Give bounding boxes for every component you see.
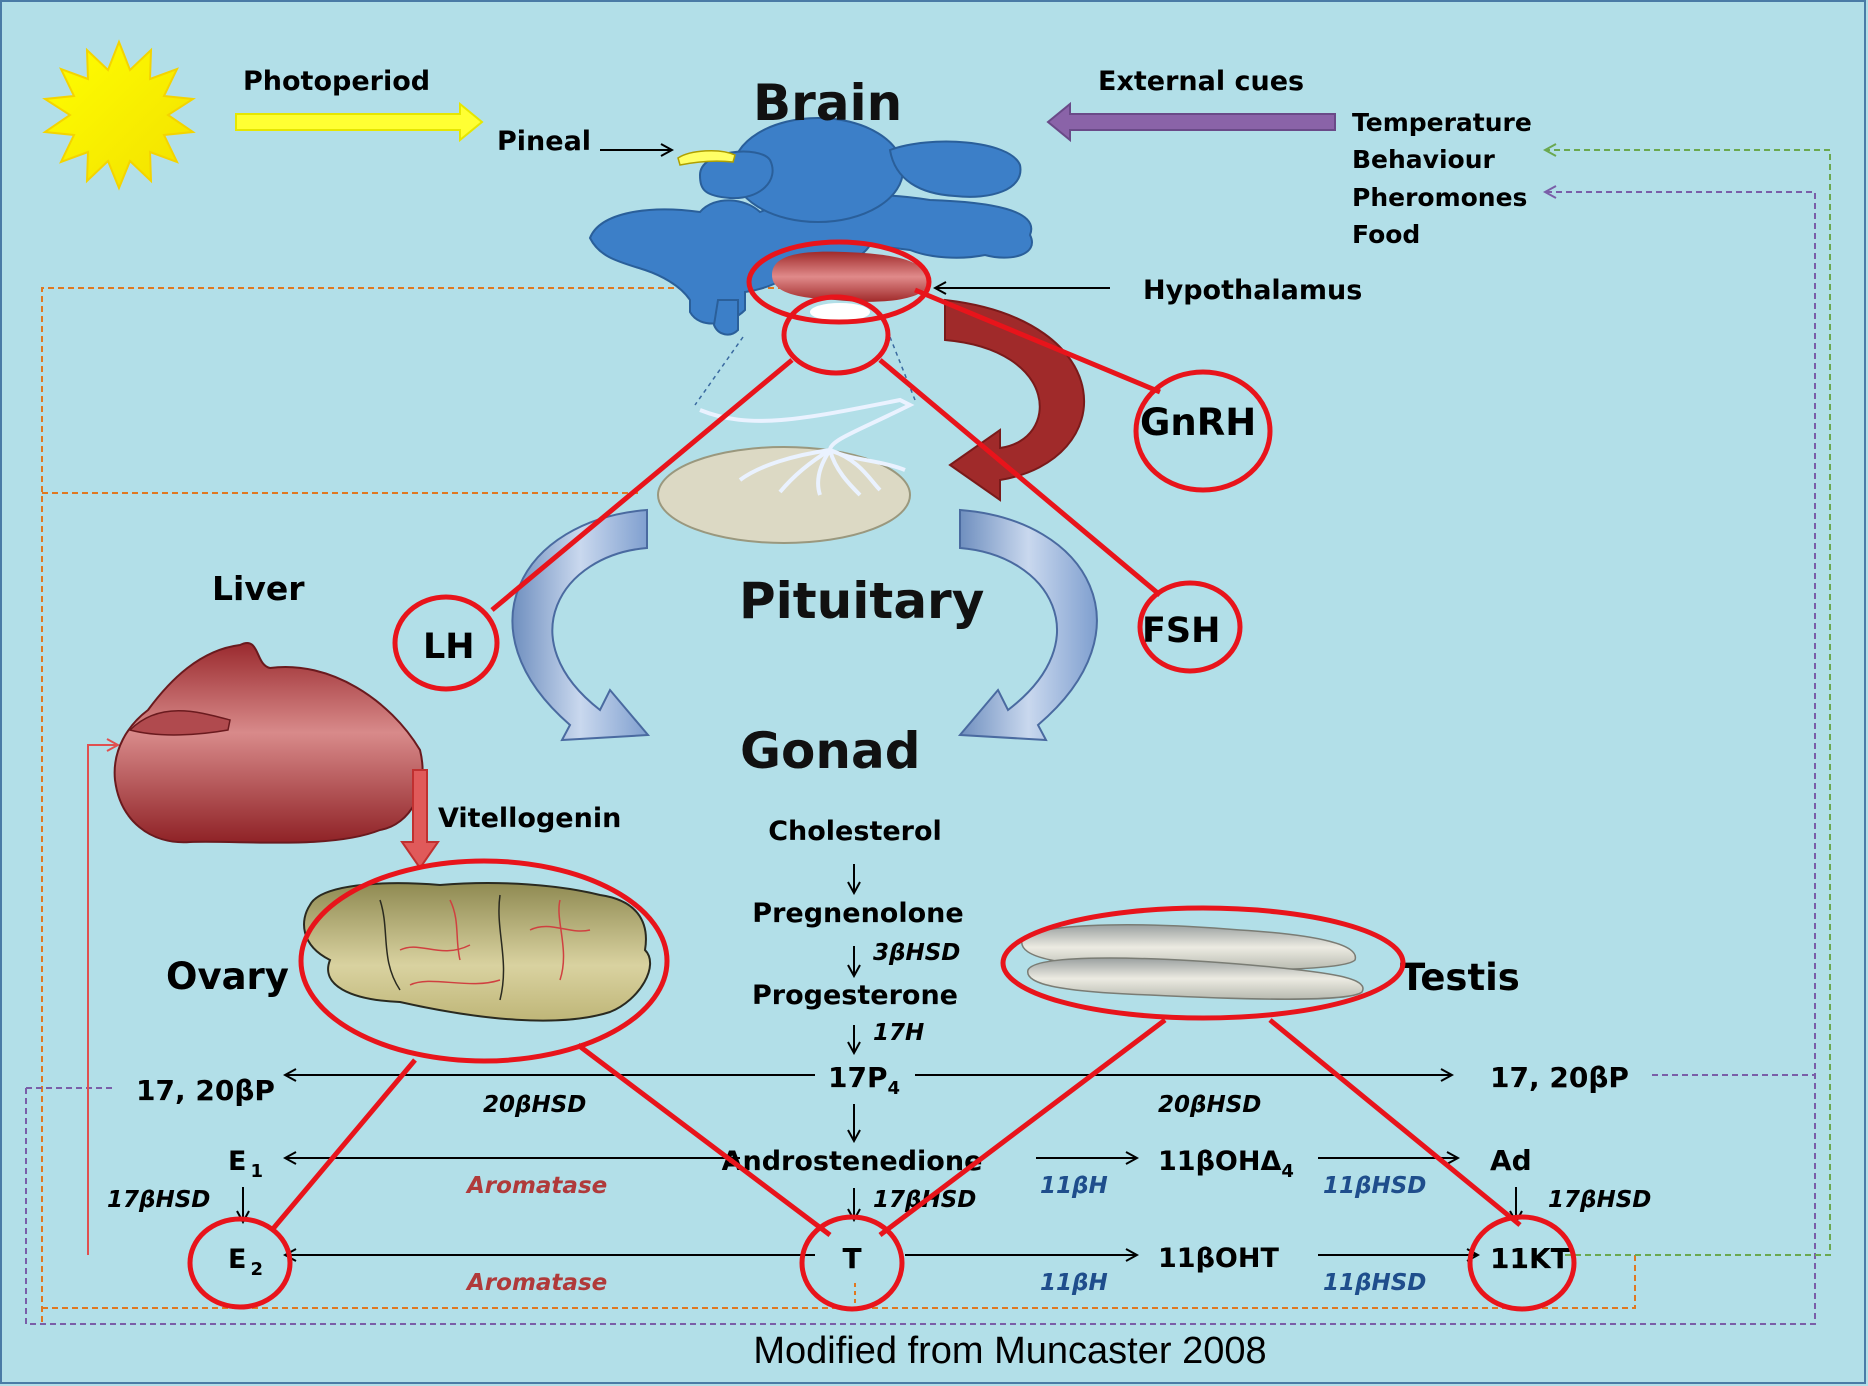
vitellogenin-arrow	[400, 769, 440, 870]
androstenedione-label: Androstenedione	[722, 1146, 983, 1177]
testis-label: Testis	[1400, 956, 1520, 999]
feedback-lines	[25, 150, 1831, 1325]
photoperiod-label: Photoperiod	[243, 66, 430, 97]
lh-label: LH	[423, 627, 475, 667]
enzyme-20bhsd-left: 20βHSD	[483, 1092, 586, 1118]
aromatase-bottom: Aromatase	[465, 1270, 607, 1296]
gonad-label: Gonad	[740, 722, 921, 780]
pathway-arrows	[243, 864, 1516, 1255]
cholesterol-label: Cholesterol	[768, 816, 942, 847]
cue-food: Food	[1352, 220, 1420, 249]
1720bp-left-label: 17, 20βP	[136, 1074, 275, 1107]
feedback-line-orange-top	[41, 287, 780, 1322]
testis-circle	[1000, 905, 1406, 1021]
steroid-pathway: Cholesterol Pregnenolone 3βHSD Progester…	[107, 816, 1651, 1296]
enzyme-17h: 17H	[873, 1020, 924, 1046]
testis-illustration	[1021, 924, 1364, 1000]
highlight-lines	[270, 287, 1522, 1237]
gnrh-label: GnRH	[1140, 401, 1256, 444]
pineal-label: Pineal	[497, 126, 591, 157]
17p4-label: 17P4	[828, 1061, 900, 1099]
hypothalamus-circle	[746, 239, 932, 325]
feedback-line-purple	[25, 192, 1816, 1325]
liver-illustration	[113, 642, 424, 844]
vitellogenin-label: Vitellogenin	[438, 803, 621, 834]
enzyme-17bhsd-left: 17βHSD	[107, 1187, 210, 1213]
11kt-circle	[1467, 1214, 1577, 1312]
brain-label: Brain	[753, 74, 902, 132]
enzyme-11bhsd-bottom: 11βHSD	[1323, 1270, 1426, 1296]
cue-pheromones: Pheromones	[1352, 183, 1527, 212]
photoperiod-arrow	[235, 101, 484, 143]
hypothalamus-label: Hypothalamus	[1143, 275, 1362, 306]
gnrh-circle	[1133, 369, 1273, 493]
external-cues-arrow	[1046, 101, 1336, 143]
caption: Modified from Muncaster 2008	[753, 1330, 1266, 1372]
external-cues-label: External cues	[1098, 66, 1304, 97]
11kt-label: 11KT	[1490, 1242, 1570, 1275]
enzyme-3bhsd: 3βHSD	[873, 940, 960, 966]
aromatase-top: Aromatase	[465, 1173, 607, 1199]
ovary-illustration	[303, 882, 651, 1022]
feedback-line-red-liver	[87, 745, 118, 1255]
liver-label: Liver	[212, 569, 305, 608]
enzyme-11bhsd-top: 11βHSD	[1323, 1173, 1426, 1199]
fsh-label: FSH	[1142, 611, 1220, 651]
enzyme-11bh-top: 11βH	[1040, 1173, 1108, 1199]
e2-circle	[187, 1216, 293, 1310]
t-label: T	[842, 1242, 861, 1275]
11bohd4-label: 11βOHΔ4	[1158, 1146, 1294, 1182]
lh-circle	[392, 594, 500, 692]
t-circle	[799, 1214, 905, 1312]
ad-label: Ad	[1490, 1144, 1532, 1177]
ovary-circle	[298, 858, 670, 1064]
cue-behaviour: Behaviour	[1352, 145, 1496, 174]
enzyme-20bhsd-right: 20βHSD	[1158, 1092, 1261, 1118]
feedback-line-green	[1545, 150, 1831, 1256]
enzyme-17bhsd-right: 17βHSD	[1548, 1187, 1651, 1213]
11boht-label: 11βOHT	[1158, 1243, 1279, 1274]
cue-temperature: Temperature	[1352, 108, 1532, 137]
cues-list: Temperature Behaviour Pheromones Food	[1352, 108, 1532, 249]
highlight-circles	[187, 239, 1577, 1312]
1720bp-right-label: 17, 20βP	[1490, 1061, 1629, 1094]
progesterone-label: Progesterone	[752, 980, 958, 1011]
pituitary-label: Pituitary	[739, 572, 984, 630]
sun-icon	[42, 39, 196, 191]
pituitary-stalk-circle	[781, 294, 891, 376]
enzyme-11bh-bottom: 11βH	[1040, 1270, 1108, 1296]
pregnenolone-label: Pregnenolone	[752, 898, 963, 929]
pituitary-illustration	[657, 336, 916, 544]
ovary-label: Ovary	[166, 955, 289, 998]
hypothalamus-illustration	[772, 251, 929, 321]
fsh-circle	[1137, 580, 1243, 674]
